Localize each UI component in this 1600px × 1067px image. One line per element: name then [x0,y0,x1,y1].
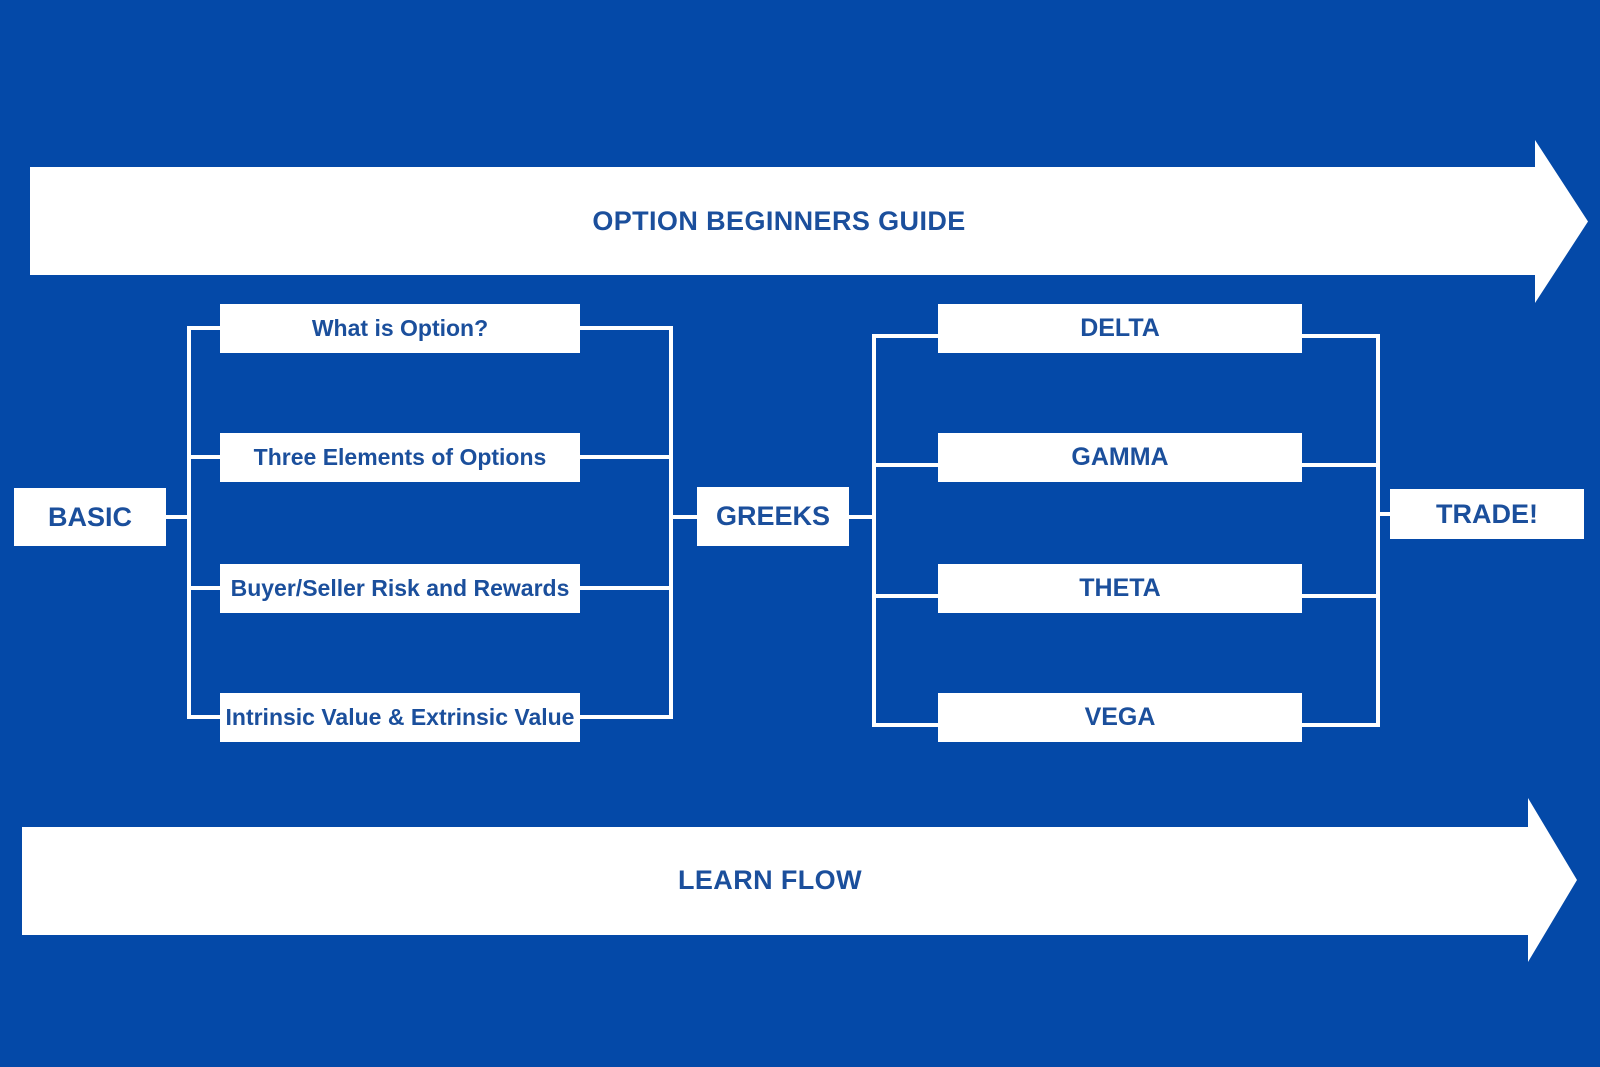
node-trade[interactable]: TRADE! [1390,489,1584,539]
node-buyer-seller-risk-and-rewards[interactable]: Buyer/Seller Risk and Rewards [220,564,580,613]
node-greeks[interactable]: GREEKS [697,487,849,546]
node-three-elements-of-options[interactable]: Three Elements of Options [220,433,580,482]
right-arrow-banner-icon [22,798,1577,962]
node-delta[interactable]: DELTA [938,304,1302,353]
right-arrow-banner-icon [30,140,1588,303]
node-vega[interactable]: VEGA [938,693,1302,742]
node-intrinsic-value-extrinsic-value[interactable]: Intrinsic Value & Extrinsic Value [220,693,580,742]
node-gamma[interactable]: GAMMA [938,433,1302,482]
node-basic[interactable]: BASIC [14,488,166,546]
node-what-is-option[interactable]: What is Option? [220,304,580,353]
node-theta[interactable]: THETA [938,564,1302,613]
